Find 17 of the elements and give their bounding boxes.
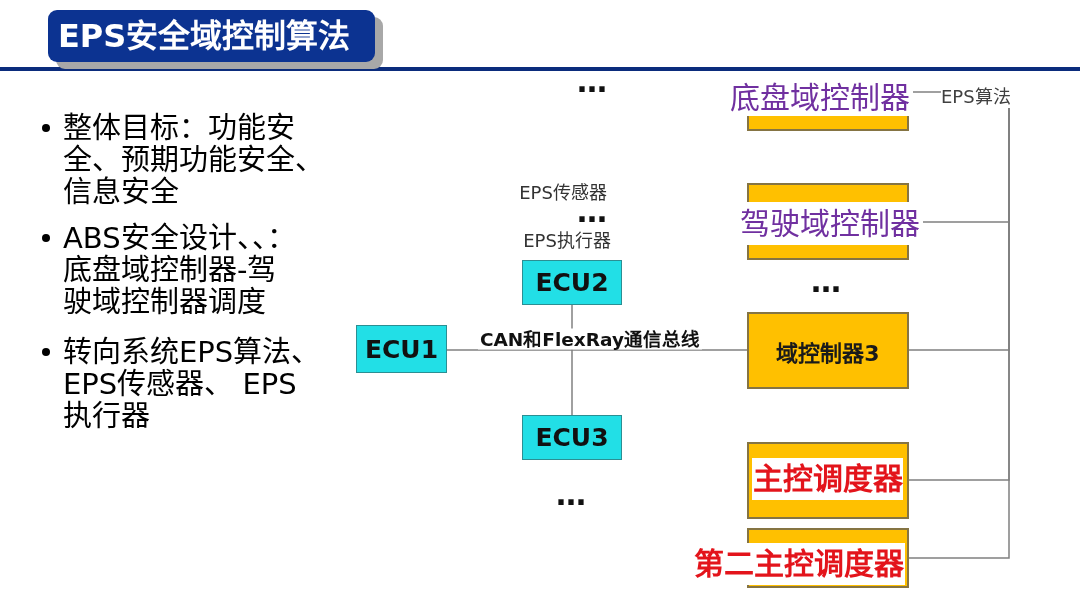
bullet-text: 转向系统EPS算法、EPS传感器、 EPS执行器 [63,336,322,432]
ecu-box: ECU1 [356,325,447,373]
text-label: EPS算法 [941,85,1013,108]
ecu-box: ECU3 [522,415,622,460]
connector-line [908,107,1010,559]
connector-line [912,91,942,93]
ecu-box: ECU2 [522,260,622,305]
ellipsis: … [577,67,607,97]
box-label: 第二主控调度器 [692,543,905,585]
edge-label: CAN和FlexRay通信总线 [477,328,703,350]
ellipsis: … [556,480,586,510]
box-label: 主控调度器 [752,458,903,500]
controller-box: 域控制器3 [747,312,909,389]
bullet-text: 整体目标：功能安全、预期功能安全、信息安全 [63,112,325,208]
bullet-text: ABS安全设计、、：底盘域控制器-驾驶域控制器调度 [63,222,297,318]
connector-line [446,349,748,351]
ellipsis: … [811,267,841,297]
